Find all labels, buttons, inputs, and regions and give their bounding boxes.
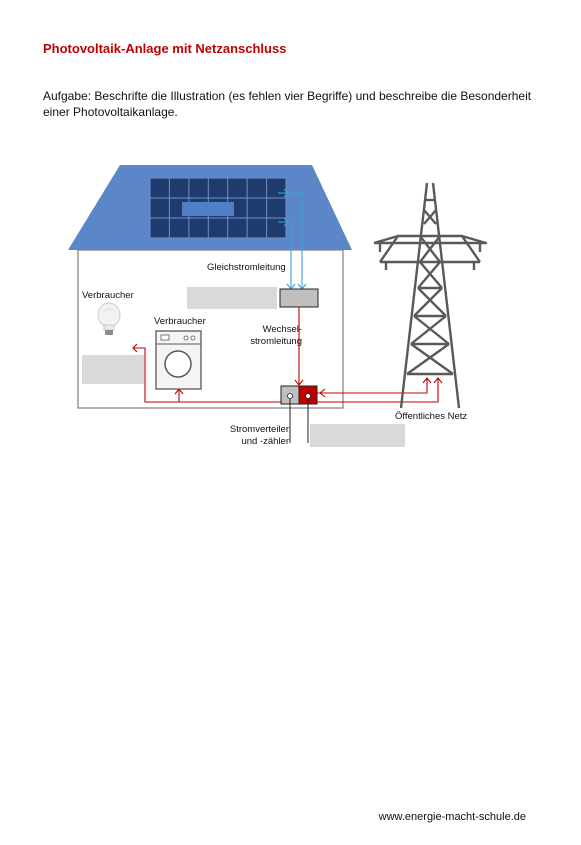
label-oeffentliches-netz: Öffentliches Netz xyxy=(395,411,468,422)
meter-box xyxy=(280,385,318,443)
inverter-box xyxy=(279,288,319,308)
ac-lines xyxy=(132,307,443,403)
label-stromverteiler-2: und -zähler xyxy=(241,436,289,447)
label-stromverteiler-1: Stromverteiler xyxy=(229,424,289,435)
label-gleichstromleitung: Gleichstromleitung xyxy=(207,262,286,273)
label-wechselstromleitung-1: Wechsel- xyxy=(262,324,302,335)
label-wechselstromleitung-2: stromleitung xyxy=(250,336,302,347)
label-verbraucher-lamp: Verbraucher xyxy=(82,290,134,301)
task-text: Aufgabe: Beschrifte die Illustration (es… xyxy=(43,89,532,119)
page-title: Photovoltaik-Anlage mit Netzanschluss xyxy=(43,41,287,56)
washing-machine-icon xyxy=(155,330,202,390)
light-bulb-icon xyxy=(97,302,121,335)
footer-url[interactable]: www.energie-macht-schule.de xyxy=(378,811,526,823)
blank-inverter-label[interactable] xyxy=(187,287,277,309)
label-verbraucher-washer: Verbraucher xyxy=(154,316,206,327)
house-wall xyxy=(77,249,344,409)
panel-label-blank xyxy=(182,202,234,216)
blank-meter-label[interactable] xyxy=(310,424,405,447)
blank-house-label[interactable] xyxy=(82,355,144,384)
power-pylon-icon xyxy=(373,182,488,409)
solar-panel xyxy=(149,177,287,239)
